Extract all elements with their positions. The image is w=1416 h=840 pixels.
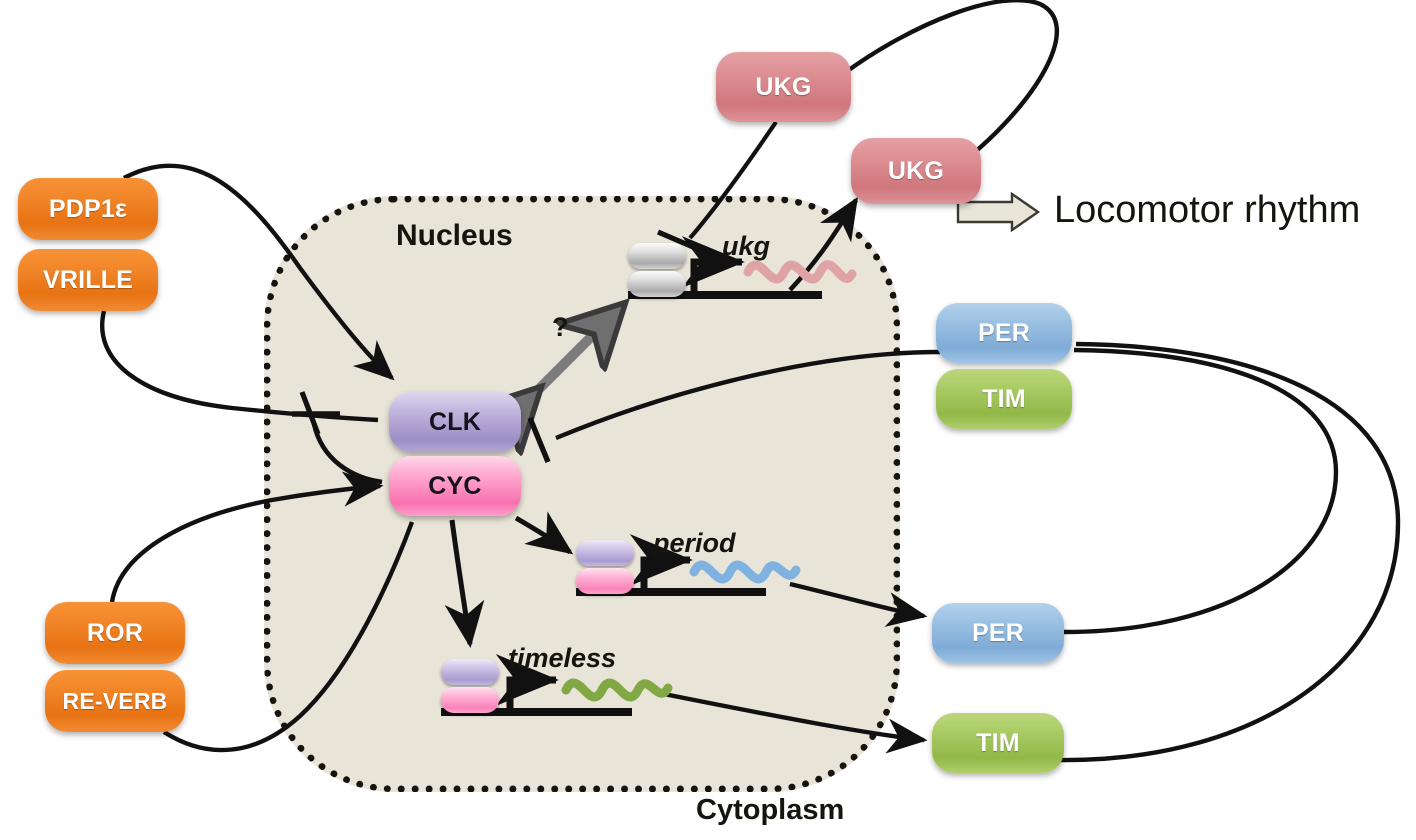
- period-promoter-disc-bottom: [576, 568, 634, 594]
- edge-percyto-to-pertim: [1063, 347, 1339, 635]
- edge-ukgmid-to-ukgtop: [844, 0, 1060, 154]
- protein-per-cytoplasmic-label: PER: [971, 618, 1024, 647]
- ukg-promoter-disc-top: [628, 243, 686, 269]
- nucleus-compartment: [264, 196, 900, 792]
- unknown-link-question-mark: ?: [552, 312, 569, 342]
- protein-pdp1e[interactable]: PDP1ε: [18, 178, 158, 240]
- protein-reverb[interactable]: RE-VERB: [45, 670, 185, 732]
- protein-per-cytoplasmic[interactable]: PER: [932, 603, 1064, 663]
- protein-per-nuclear-label: PER: [977, 318, 1030, 347]
- gene-label-period: period: [653, 528, 736, 558]
- period-promoter-disc-top: [576, 540, 634, 566]
- protein-ukg-mid[interactable]: UKG: [851, 138, 981, 204]
- protein-ukg-top[interactable]: UKG: [716, 52, 851, 122]
- gene-label-ukg: ukg: [722, 231, 771, 261]
- edge-timcyto-to-pertim: [1059, 341, 1401, 763]
- timeless-promoter-disc-top: [441, 659, 499, 685]
- protein-tim-nuclear[interactable]: TIM: [936, 369, 1072, 429]
- nucleus-label: Nucleus: [396, 219, 513, 252]
- protein-ukg-mid-label: UKG: [887, 156, 945, 185]
- protein-tim-cytoplasmic[interactable]: TIM: [932, 713, 1064, 773]
- protein-ukg-top-label: UKG: [755, 72, 812, 101]
- protein-tim-cytoplasmic-label: TIM: [976, 728, 1020, 757]
- protein-reverb-label: RE-VERB: [62, 687, 168, 714]
- protein-vrille-label: VRILLE: [42, 265, 134, 294]
- gene-label-timeless: timeless: [508, 643, 617, 673]
- timeless-promoter-disc-bottom: [441, 687, 499, 713]
- protein-clk-label: CLK: [429, 407, 481, 436]
- protein-tim-nuclear-label: TIM: [982, 384, 1026, 413]
- protein-ror[interactable]: ROR: [45, 602, 185, 664]
- protein-cyc[interactable]: CYC: [389, 456, 521, 516]
- locomotor-rhythm-label: Locomotor rhythm: [1054, 189, 1361, 231]
- protein-vrille[interactable]: VRILLE: [18, 249, 158, 311]
- protein-cyc-label: CYC: [428, 471, 482, 500]
- protein-pdp1e-label: PDP1ε: [48, 194, 128, 223]
- protein-clk[interactable]: CLK: [389, 392, 521, 452]
- protein-ror-label: ROR: [86, 618, 144, 647]
- protein-per-nuclear[interactable]: PER: [936, 303, 1072, 363]
- ukg-promoter-disc-bottom: [628, 271, 686, 297]
- cytoplasm-label: Cytoplasm: [696, 794, 845, 826]
